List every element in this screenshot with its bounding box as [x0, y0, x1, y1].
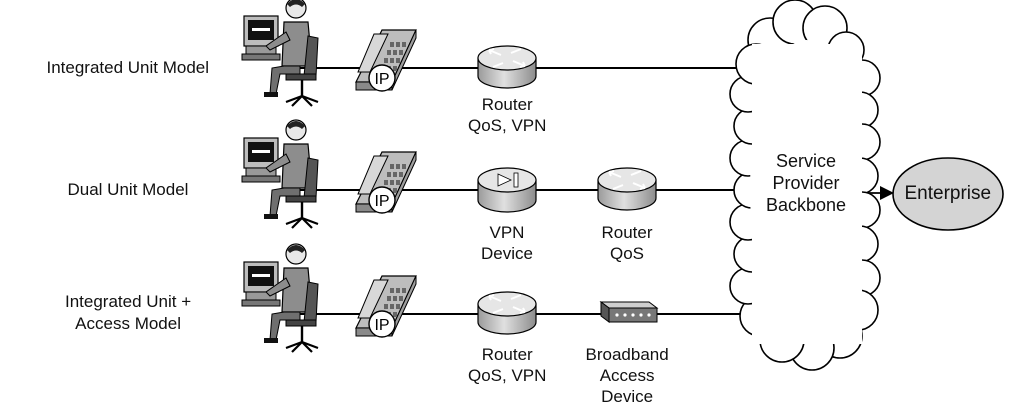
service-provider-cloud: [729, 0, 881, 371]
cloud-layer: [729, 0, 881, 371]
enterprise-node: [892, 157, 1004, 231]
user-workstation-icon: [241, 0, 319, 107]
user-workstation-icon: [241, 243, 319, 353]
row-label-1-line: Integrated Unit Model: [46, 58, 210, 77]
device-label-router-line: QoS, VPN: [468, 116, 547, 135]
device-label-vpn-device: VPN Device: [481, 222, 533, 264]
device-label-router-line: Router: [601, 223, 653, 242]
ip-phone-icon: IP: [355, 275, 417, 338]
row-label-2-line: Dual Unit Model: [67, 180, 189, 199]
arrow-head-icon: [880, 186, 894, 200]
row-label-2: Dual Unit Model: [68, 179, 189, 201]
ip-badge-text: IP: [374, 71, 389, 88]
enterprise-label: Enterprise: [905, 183, 992, 205]
router-icon: [477, 291, 537, 335]
cloud-label-line: Provider: [772, 173, 840, 193]
ip-phone-icon: IP: [355, 29, 417, 92]
device-label-router-line: QoS, VPN: [468, 366, 547, 385]
device-label-broadband-access-device-line: Broadband: [585, 345, 669, 364]
device-label-vpn-device-line: VPN: [489, 223, 525, 242]
device-icons: IP IP IP: [241, 0, 1004, 353]
row-label-3-line: Access Model: [75, 314, 181, 333]
ip-phone-icon: IP: [355, 151, 417, 214]
vpn-device-icon: [477, 167, 537, 213]
user-workstation-icon: [241, 119, 319, 229]
enterprise-label-line: Enterprise: [904, 183, 992, 204]
row-label-3-line: Integrated Unit +: [65, 292, 192, 311]
device-label-vpn-device-line: Device: [481, 244, 533, 263]
device-label-broadband-access-device-line: Access: [599, 366, 655, 385]
broadband-access-device-icon: [599, 301, 659, 323]
ip-badge-text: IP: [374, 193, 389, 210]
device-label-broadband-access-device-line: Device: [601, 387, 654, 406]
cloud-label-line: Backbone: [766, 195, 847, 215]
router-icon: [477, 45, 537, 89]
router-icon: [597, 167, 657, 211]
row-label-1: Integrated Unit Model: [47, 57, 210, 79]
device-label-router-line: Router: [481, 95, 533, 114]
device-label-router-line: QoS: [610, 244, 645, 263]
row-label-3: Integrated Unit + Access Model: [65, 291, 191, 335]
cloud-label-line: Service: [776, 151, 837, 171]
ip-badge-text: IP: [374, 317, 389, 334]
device-label-router-line: Router: [481, 345, 533, 364]
